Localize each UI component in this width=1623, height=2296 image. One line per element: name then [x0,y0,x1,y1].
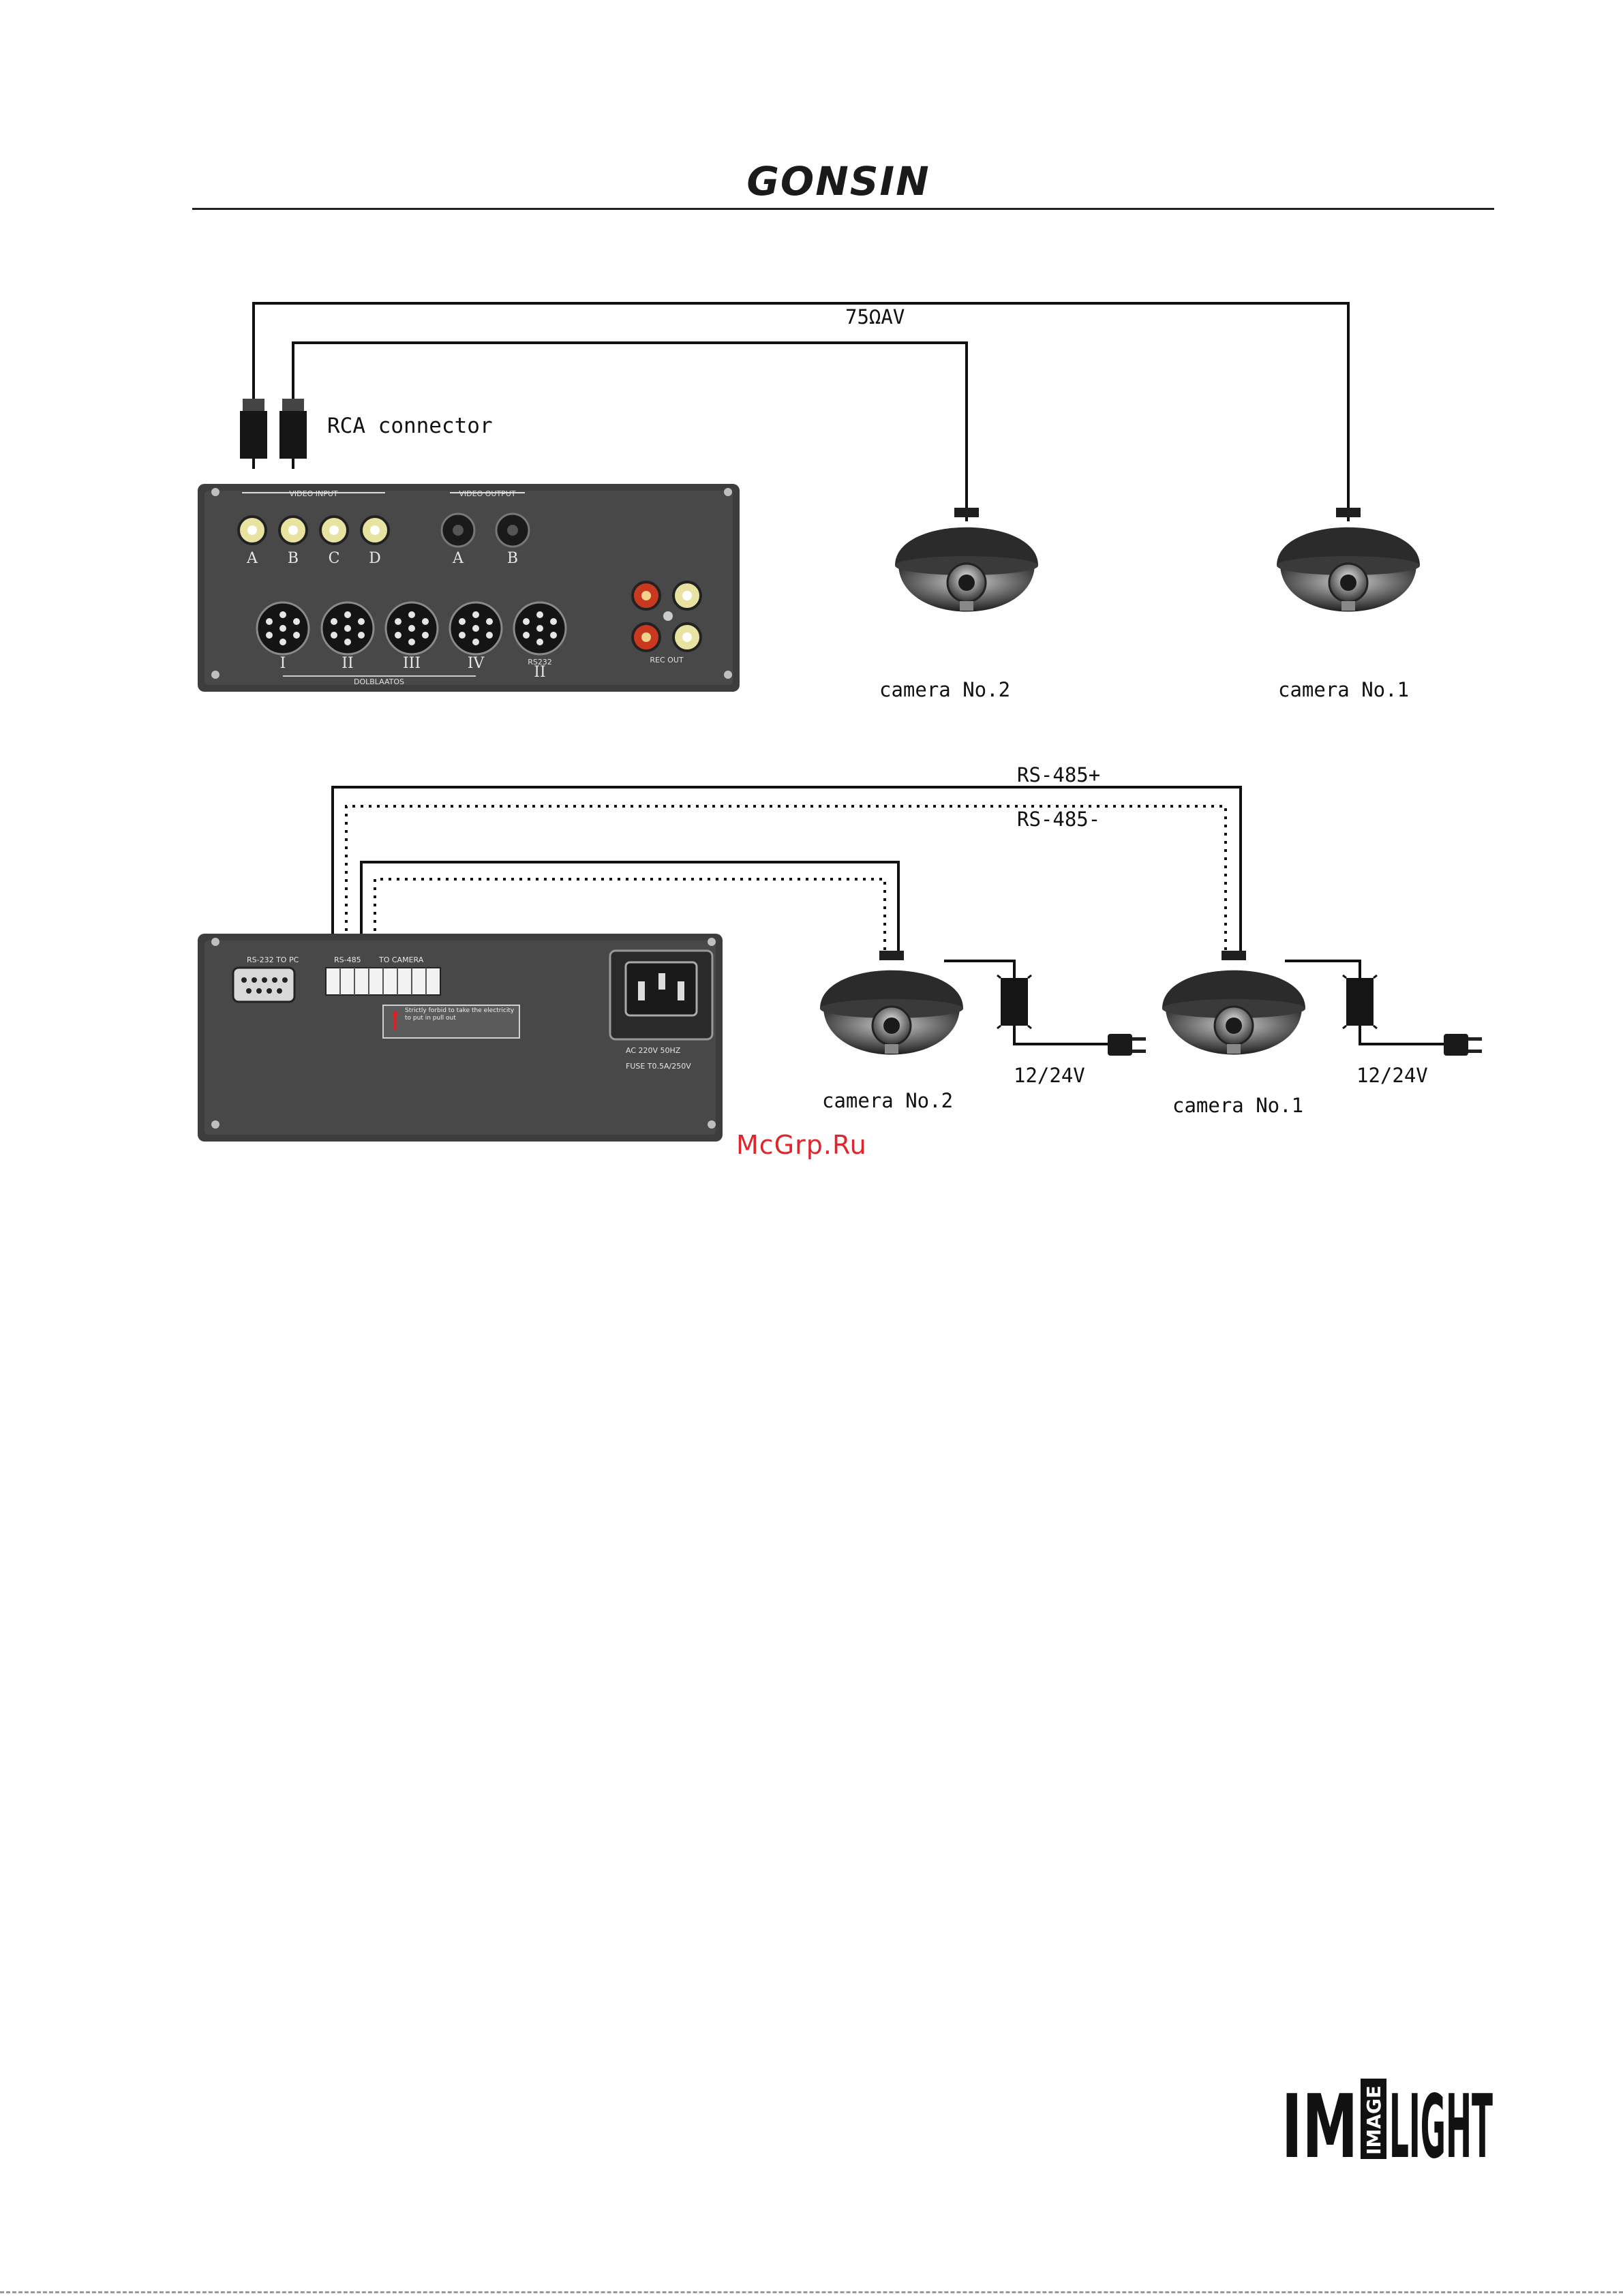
output-letter-b: B [507,550,518,567]
power-adapter-no2 [997,974,1032,1030]
gonsin-logo: GONSIN [746,158,930,204]
din-numeral-4: IV [468,655,485,672]
din-numeral-3: III [403,655,421,672]
voltage-label-no1: 12/24V [1356,1064,1428,1087]
input-letter-c: C [329,550,340,567]
rs485-dotted-cables [345,805,1227,988]
input-letter-b: B [288,550,299,567]
video-input-title: VIDEO INPUT [289,489,338,498]
voltage-label-no2: 12/24V [1014,1064,1085,1087]
camera-no1-label-bottom: camera No.1 [1172,1094,1303,1117]
input-letter-a: A [246,550,258,567]
camera-no2-label-bottom: camera No.2 [822,1089,953,1112]
power-rating-line1: AC 220V 50HZ [626,1046,681,1055]
rca-plug-2 [279,399,307,469]
rear-panel-control: RS-232 TO PC RS-485 TO CAMERA AC 220V 50… [198,934,723,1142]
camera-icon-no1-top [1275,506,1421,613]
rec-out-label: REC OUT [650,656,683,664]
rca-plug-1 [240,399,267,469]
rca-connector-label: RCA connector [327,414,493,438]
rs485-port-label: RS-485 [334,955,361,964]
watermark: McGrp.Ru [736,1130,867,1160]
power-wires [944,960,1444,1045]
video-cables [252,302,1350,521]
to-camera-label: TO CAMERA [378,955,424,964]
camera-icon-no1-bottom [1161,949,1307,1056]
rs232-pc-label: RS-232 TO PC [247,955,299,964]
logo-text-light: LIGHT [1389,2077,1493,2178]
plug-icon-no2 [1108,1034,1146,1056]
camera-no2-label-top: camera No.2 [879,678,1010,701]
din-group-label: DOLBLAATOS [354,677,404,686]
coax-cable-label: 75ΩAV [845,305,905,328]
power-rating-line2: FUSE T0.5A/250V [626,1062,691,1071]
logo-text-im: IM [1281,2077,1358,2178]
rs485-plus-label: RS-485+ [1017,763,1100,786]
rs232-sub-label: II [534,664,545,681]
rs485-minus-label: RS-485- [1017,808,1100,831]
rs485-cables [331,786,1242,988]
din-numeral-2: II [342,655,353,672]
rs232-label: RS232 [528,658,552,667]
camera-icon-no2-bottom [819,949,965,1056]
camera-icon-no2-top [894,506,1040,613]
logo-text-image: IMAGE [1363,2085,1385,2155]
footer-rule [0,2291,1623,2293]
video-output-title: VIDEO OUTPUT [459,489,515,498]
camera-no1-label-top: camera No.1 [1278,678,1409,701]
imagelight-logo: IM IMAGE LIGHT [1281,2077,1493,2178]
power-adapter-no1 [1342,974,1378,1030]
rear-panel-video: A B C D A B I II III IV II VIDEO INPUT V… [198,484,740,692]
input-letter-d: D [369,550,381,567]
plug-icon-no1 [1444,1034,1482,1056]
warning-sticker-text: Strictly forbid to take the electricity … [405,1007,515,1022]
din-numeral-1: I [280,655,286,672]
output-letter-a: A [452,550,464,567]
header-rule [192,208,1494,210]
